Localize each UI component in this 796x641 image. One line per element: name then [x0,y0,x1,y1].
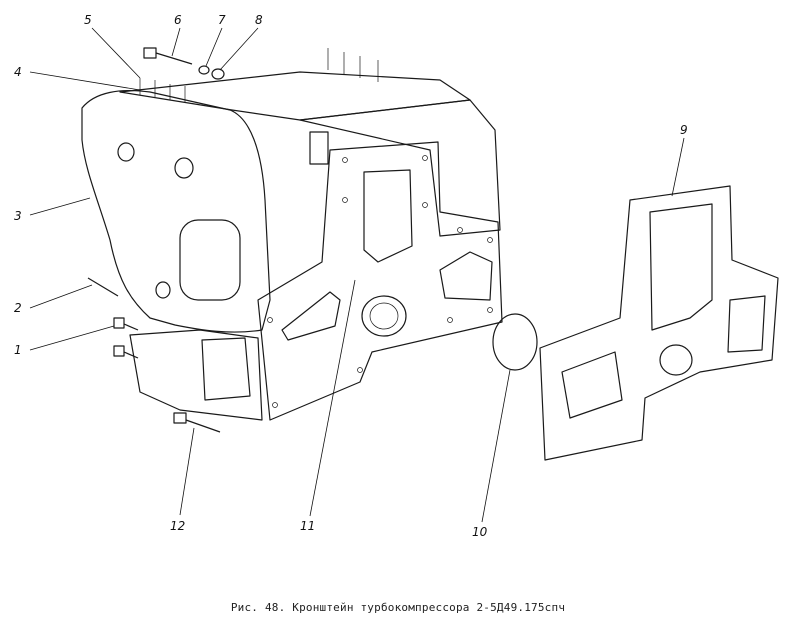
callout-3: 3 [14,209,22,223]
callouts: 5 6 7 8 4 3 2 1 12 11 10 9 [14,13,688,539]
o-ring-10 [492,313,538,371]
bolt-6 [143,47,193,65]
stud-2 [87,277,119,297]
gasket-9 [539,185,779,461]
nut-8 [211,68,225,80]
callout-8: 8 [255,13,263,27]
washer-7 [198,65,210,75]
leader-lines [29,27,685,523]
bracket-housing [81,48,503,421]
callout-4: 4 [14,65,22,79]
bolt-12 [173,412,221,433]
callout-7: 7 [218,13,226,27]
callout-9: 9 [680,123,688,137]
callout-2: 2 [14,301,22,315]
callout-1: 1 [14,343,22,357]
callout-5: 5 [84,13,92,27]
callout-6: 6 [174,13,182,27]
callout-12: 12 [170,519,185,533]
bolts-1 [113,317,139,359]
callout-10: 10 [472,525,488,539]
callout-11: 11 [300,519,315,533]
figure-caption: Рис. 48. Кронштейн турбокомпрессора 2-5Д… [230,601,566,614]
